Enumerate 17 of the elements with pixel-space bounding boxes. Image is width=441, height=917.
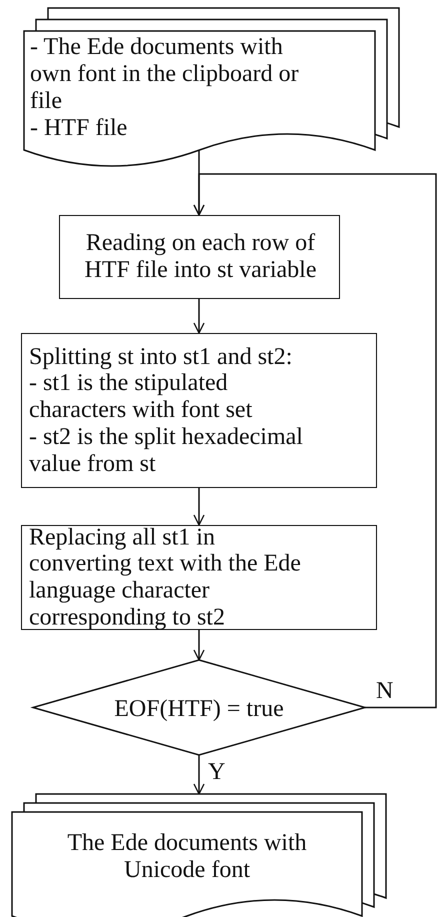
process-box bbox=[21, 525, 377, 630]
arrow bbox=[193, 630, 205, 661]
process-text: Splitting st into st1 and st2: bbox=[29, 343, 294, 370]
process-text: Reading on each row of HTF file into st variable bbox=[84, 230, 318, 284]
process-box bbox=[21, 333, 377, 488]
arrow bbox=[193, 488, 205, 526]
document-text: The Ede documents with Unicode font bbox=[66, 830, 308, 884]
arrow bbox=[193, 299, 205, 334]
process-box bbox=[59, 215, 340, 299]
process-text: - st2 is the split hexadecimal value from st bbox=[29, 424, 304, 478]
document-text: - HTF file bbox=[30, 114, 128, 142]
arrow bbox=[193, 755, 205, 795]
document-text: - The Ede documents with own font in the clipboard or file bbox=[30, 34, 300, 115]
process-text: Replacing all st1 in converting text with the Ede language character corresponding to st2 bbox=[29, 524, 302, 632]
condition-text: EOF(HTF) = true bbox=[114, 696, 284, 722]
process-text: - st1 is the stipulated characters with font set bbox=[29, 370, 254, 424]
arrow bbox=[193, 173, 437, 708]
